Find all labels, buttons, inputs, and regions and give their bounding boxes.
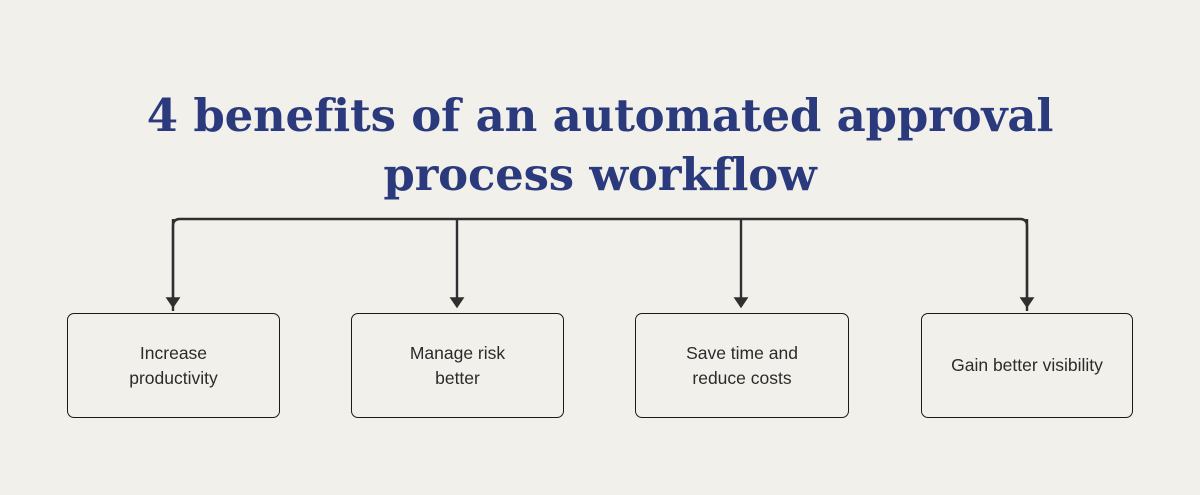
node-gain-better-visibility: Gain better visibility <box>921 313 1133 418</box>
node-label: Manage risk better <box>409 342 506 388</box>
page-title: 4 benefits of an automated approval proc… <box>146 89 1054 202</box>
node-label: Increase productivity <box>129 342 218 388</box>
connector-bar <box>171 217 1029 311</box>
node-save-time-reduce-costs: Save time and reduce costs <box>635 313 849 418</box>
node-label: Save time and reduce costs <box>686 342 798 388</box>
node-increase-productivity: Increase productivity <box>67 313 280 418</box>
node-manage-risk-better: Manage risk better <box>351 313 564 418</box>
node-label: Gain better visibility <box>951 355 1103 375</box>
